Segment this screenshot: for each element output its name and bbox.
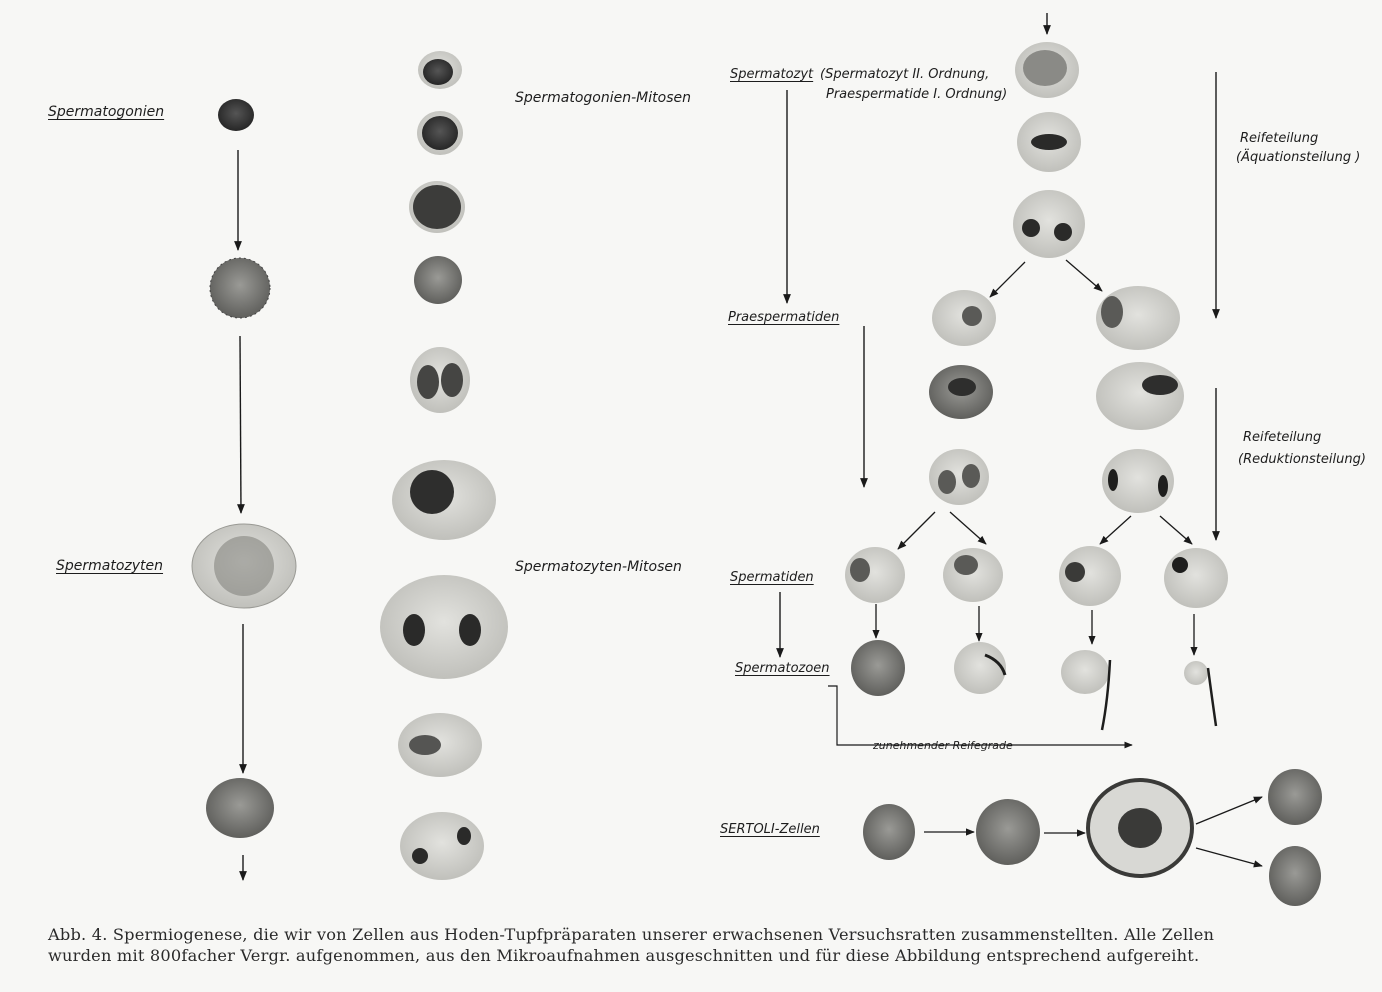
cell-spermatogonium-large [210, 258, 270, 318]
cell-sertoli-4 [1268, 769, 1322, 825]
label-spermatogonien: Spermatogonien [48, 104, 165, 120]
cell-sertoli-1 [863, 804, 915, 860]
caption-line-1: Abb. 4. Spermiogenese, die wir von Zelle… [48, 925, 1215, 944]
label-reduktionsteilung: (Reduktionsteilung) [1238, 452, 1366, 467]
row-sertoli [863, 769, 1322, 906]
label-spermatozoen: Spermatozoen [735, 661, 830, 676]
column-reifeteilung [828, 13, 1228, 749]
caption-line-2: wurden mit 800facher Vergr. aufgenommen,… [48, 946, 1200, 965]
label-spermatiden: Spermatiden [730, 570, 814, 585]
label-spermatogonien-mitosen: Spermatogonien-Mitosen [515, 90, 691, 106]
label-reifegrade: zunehmender Reifegrade [873, 739, 1013, 752]
label-reifeteilung-1: Reifeteilung [1240, 131, 1319, 146]
cell-mitose-9 [400, 812, 484, 880]
cell-mitose-4 [414, 256, 462, 304]
label-aequationsteilung: (Äquationsteilung ) [1236, 150, 1361, 165]
label-spermatozyten: Spermatozyten [56, 558, 164, 574]
cell-sertoli-5 [1269, 846, 1321, 906]
label-reifeteilung-2: Reifeteilung [1243, 430, 1322, 445]
cell-spermatide-3 [1059, 546, 1121, 606]
cell-mitose-7 [380, 575, 508, 679]
column-mitosen [380, 51, 508, 880]
label-spermatozyt-note-2: Praespermatide I. Ordnung) [826, 87, 1008, 102]
cell-spermatozoon-3 [1061, 650, 1109, 694]
label-praespermatiden: Praespermatiden [728, 310, 840, 325]
cell-praespermatide-right-2 [1096, 362, 1184, 430]
cell-spermatide-4 [1164, 548, 1228, 608]
cell-spermatozoon-2 [954, 642, 1006, 694]
label-spermatozyt-note-1: (Spermatozyt II. Ordnung, [820, 67, 990, 82]
figure-caption: Abb. 4. Spermiogenese, die wir von Zelle… [48, 924, 1366, 966]
cell-spermatozyt-late [206, 778, 274, 838]
cell-spermatogonium [218, 99, 254, 131]
label-sertoli: SERTOLI-Zellen [720, 822, 820, 837]
cell-spermatozoon-1 [851, 640, 905, 696]
cell-anaphase [1013, 190, 1085, 258]
cell-division-right [1102, 449, 1174, 513]
cell-sertoli-2 [976, 799, 1040, 865]
cell-division-left [929, 449, 989, 505]
label-spermatozyt: Spermatozyt [730, 67, 814, 82]
cell-spermatozoon-4 [1184, 661, 1208, 685]
column-spermatogonien [191, 99, 297, 881]
label-spermatozyten-mitosen: Spermatozyten-Mitosen [515, 559, 682, 575]
cell-spermatide-2 [943, 548, 1003, 602]
